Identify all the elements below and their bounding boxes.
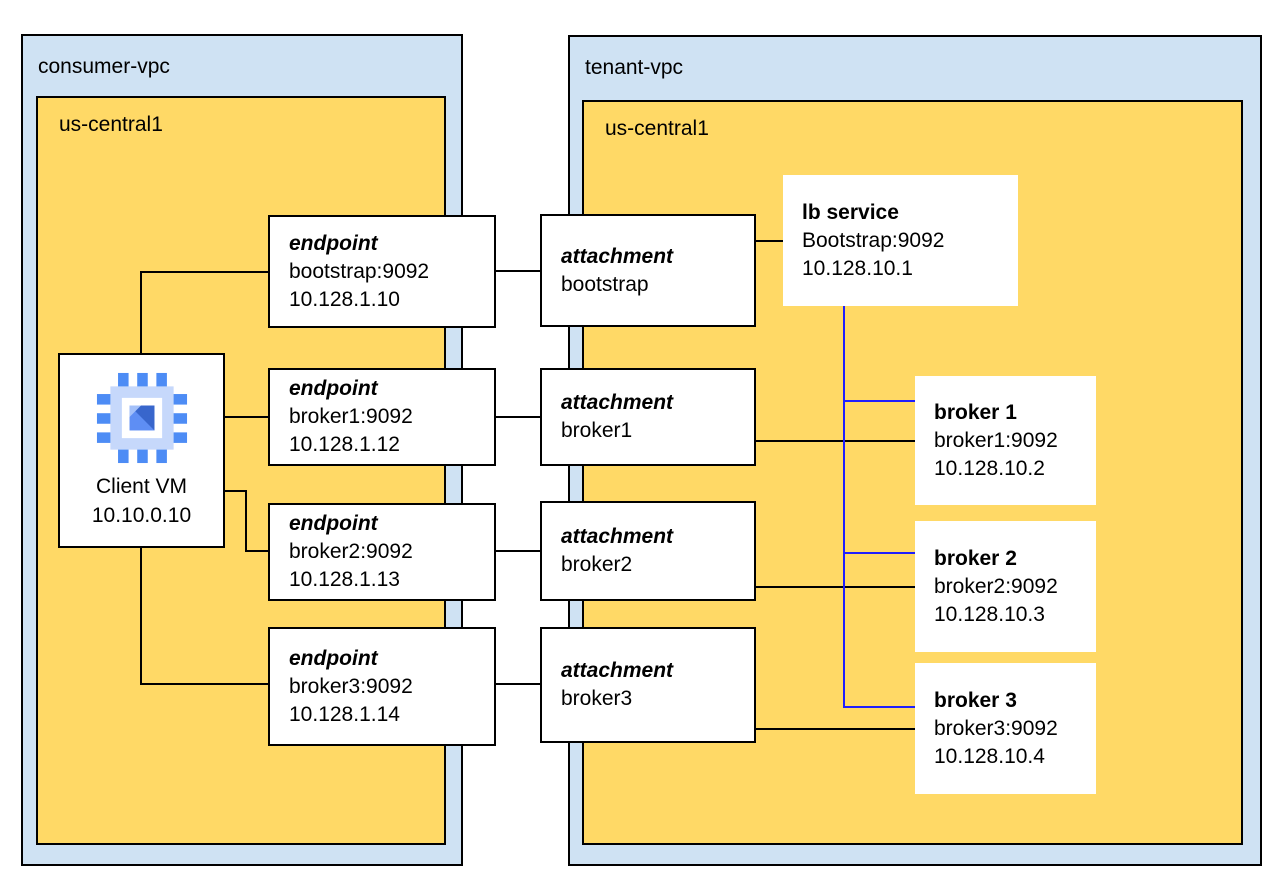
lb-service-bootstrap: Bootstrap:9092 xyxy=(802,228,945,252)
broker-node-1: broker 1 broker1:9092 10.128.10.2 xyxy=(915,376,1096,505)
client-vm-ip: 10.10.0.10 xyxy=(91,503,192,527)
attachment-title: attachment xyxy=(561,244,674,268)
lb-branch-broker1 xyxy=(843,400,917,402)
attachment-title: attachment xyxy=(561,659,674,682)
connector-attachment-broker3 xyxy=(754,728,917,730)
lb-branch-broker2 xyxy=(843,552,917,554)
attachment-node-broker1: attachment broker1 xyxy=(540,368,756,466)
cpu-chip-icon xyxy=(96,372,187,463)
connector-vm-endpoint-broker3-h xyxy=(140,683,268,685)
consumer-vpc-label: consumer-vpc xyxy=(38,55,170,78)
tenant-vpc-label: tenant-vpc xyxy=(585,56,684,79)
connector-attachment-lb-service xyxy=(754,240,785,242)
client-vm-node: Client VM 10.10.0.10 xyxy=(58,353,225,548)
endpoint-title: endpoint xyxy=(289,512,378,535)
lb-trunk-line-v xyxy=(843,306,845,708)
endpoint-ip: 10.128.1.12 xyxy=(289,433,400,456)
endpoint-node-broker2: endpoint broker2:9092 10.128.1.13 xyxy=(268,503,496,601)
connector-endpoint-attachment-broker3 xyxy=(494,683,542,685)
endpoint-node-broker1: endpoint broker1:9092 10.128.1.12 xyxy=(268,368,496,466)
broker-service: broker2:9092 xyxy=(934,574,1058,598)
endpoint-ip: 10.128.1.13 xyxy=(289,568,400,591)
connector-vm-endpoint-broker3-v xyxy=(140,546,142,685)
broker-node-3: broker 3 broker3:9092 10.128.10.4 xyxy=(915,663,1096,794)
connector-endpoint-attachment-broker1 xyxy=(494,416,542,418)
lb-service-node: lb service Bootstrap:9092 10.128.10.1 xyxy=(783,175,1018,306)
connector-attachment-broker1 xyxy=(754,440,917,442)
attachment-node-broker2: attachment broker2 xyxy=(540,501,756,601)
attachment-node-bootstrap: attachment bootstrap xyxy=(540,214,756,327)
lb-service-title: lb service xyxy=(802,200,899,224)
connector-vm-endpoint-broker2-h2 xyxy=(245,550,270,552)
endpoint-service: bootstrap:9092 xyxy=(289,259,430,283)
connector-vm-endpoint-bootstrap-v xyxy=(140,271,142,355)
broker-service: broker1:9092 xyxy=(934,428,1058,452)
broker-service: broker3:9092 xyxy=(934,716,1058,740)
endpoint-ip: 10.128.1.10 xyxy=(289,287,400,311)
connector-attachment-broker2 xyxy=(754,586,917,588)
broker-ip: 10.128.10.3 xyxy=(934,602,1045,626)
broker-title: broker 1 xyxy=(934,400,1017,424)
broker-title: broker 3 xyxy=(934,688,1017,712)
connector-vm-endpoint-bootstrap-h xyxy=(140,271,268,273)
lb-service-ip: 10.128.10.1 xyxy=(802,256,913,280)
broker-ip: 10.128.10.2 xyxy=(934,456,1045,480)
lb-branch-broker3 xyxy=(843,706,917,708)
endpoint-service: broker2:9092 xyxy=(289,540,413,563)
endpoint-title: endpoint xyxy=(289,231,378,255)
endpoint-title: endpoint xyxy=(289,377,378,400)
connector-vm-endpoint-broker2-h1 xyxy=(223,490,247,492)
connector-endpoint-attachment-bootstrap xyxy=(494,270,542,272)
broker-node-2: broker 2 broker2:9092 10.128.10.3 xyxy=(915,521,1096,652)
tenant-region-label: us-central1 xyxy=(605,117,709,140)
attachment-name-label: bootstrap xyxy=(561,272,649,296)
connector-endpoint-attachment-broker2 xyxy=(494,550,542,552)
endpoint-title: endpoint xyxy=(289,646,378,670)
broker-ip: 10.128.10.4 xyxy=(934,744,1045,768)
connector-vm-endpoint-broker2-v xyxy=(245,490,247,552)
client-vm-name: Client VM xyxy=(95,474,188,498)
connector-vm-endpoint-broker1 xyxy=(223,416,270,418)
attachment-title: attachment xyxy=(561,391,674,414)
endpoint-node-broker3: endpoint broker3:9092 10.128.1.14 xyxy=(268,627,496,746)
attachment-name-label: broker3 xyxy=(561,687,633,710)
endpoint-ip: 10.128.1.14 xyxy=(289,702,400,726)
consumer-region-label: us-central1 xyxy=(59,113,163,136)
attachment-name-label: broker1 xyxy=(561,419,633,442)
attachment-node-broker3: attachment broker3 xyxy=(540,627,756,743)
attachment-title: attachment xyxy=(561,525,674,548)
endpoint-node-bootstrap: endpoint bootstrap:9092 10.128.1.10 xyxy=(268,215,496,328)
endpoint-service: broker3:9092 xyxy=(289,674,413,698)
broker-title: broker 2 xyxy=(934,546,1017,570)
attachment-name-label: broker2 xyxy=(561,553,633,576)
endpoint-service: broker1:9092 xyxy=(289,405,413,428)
